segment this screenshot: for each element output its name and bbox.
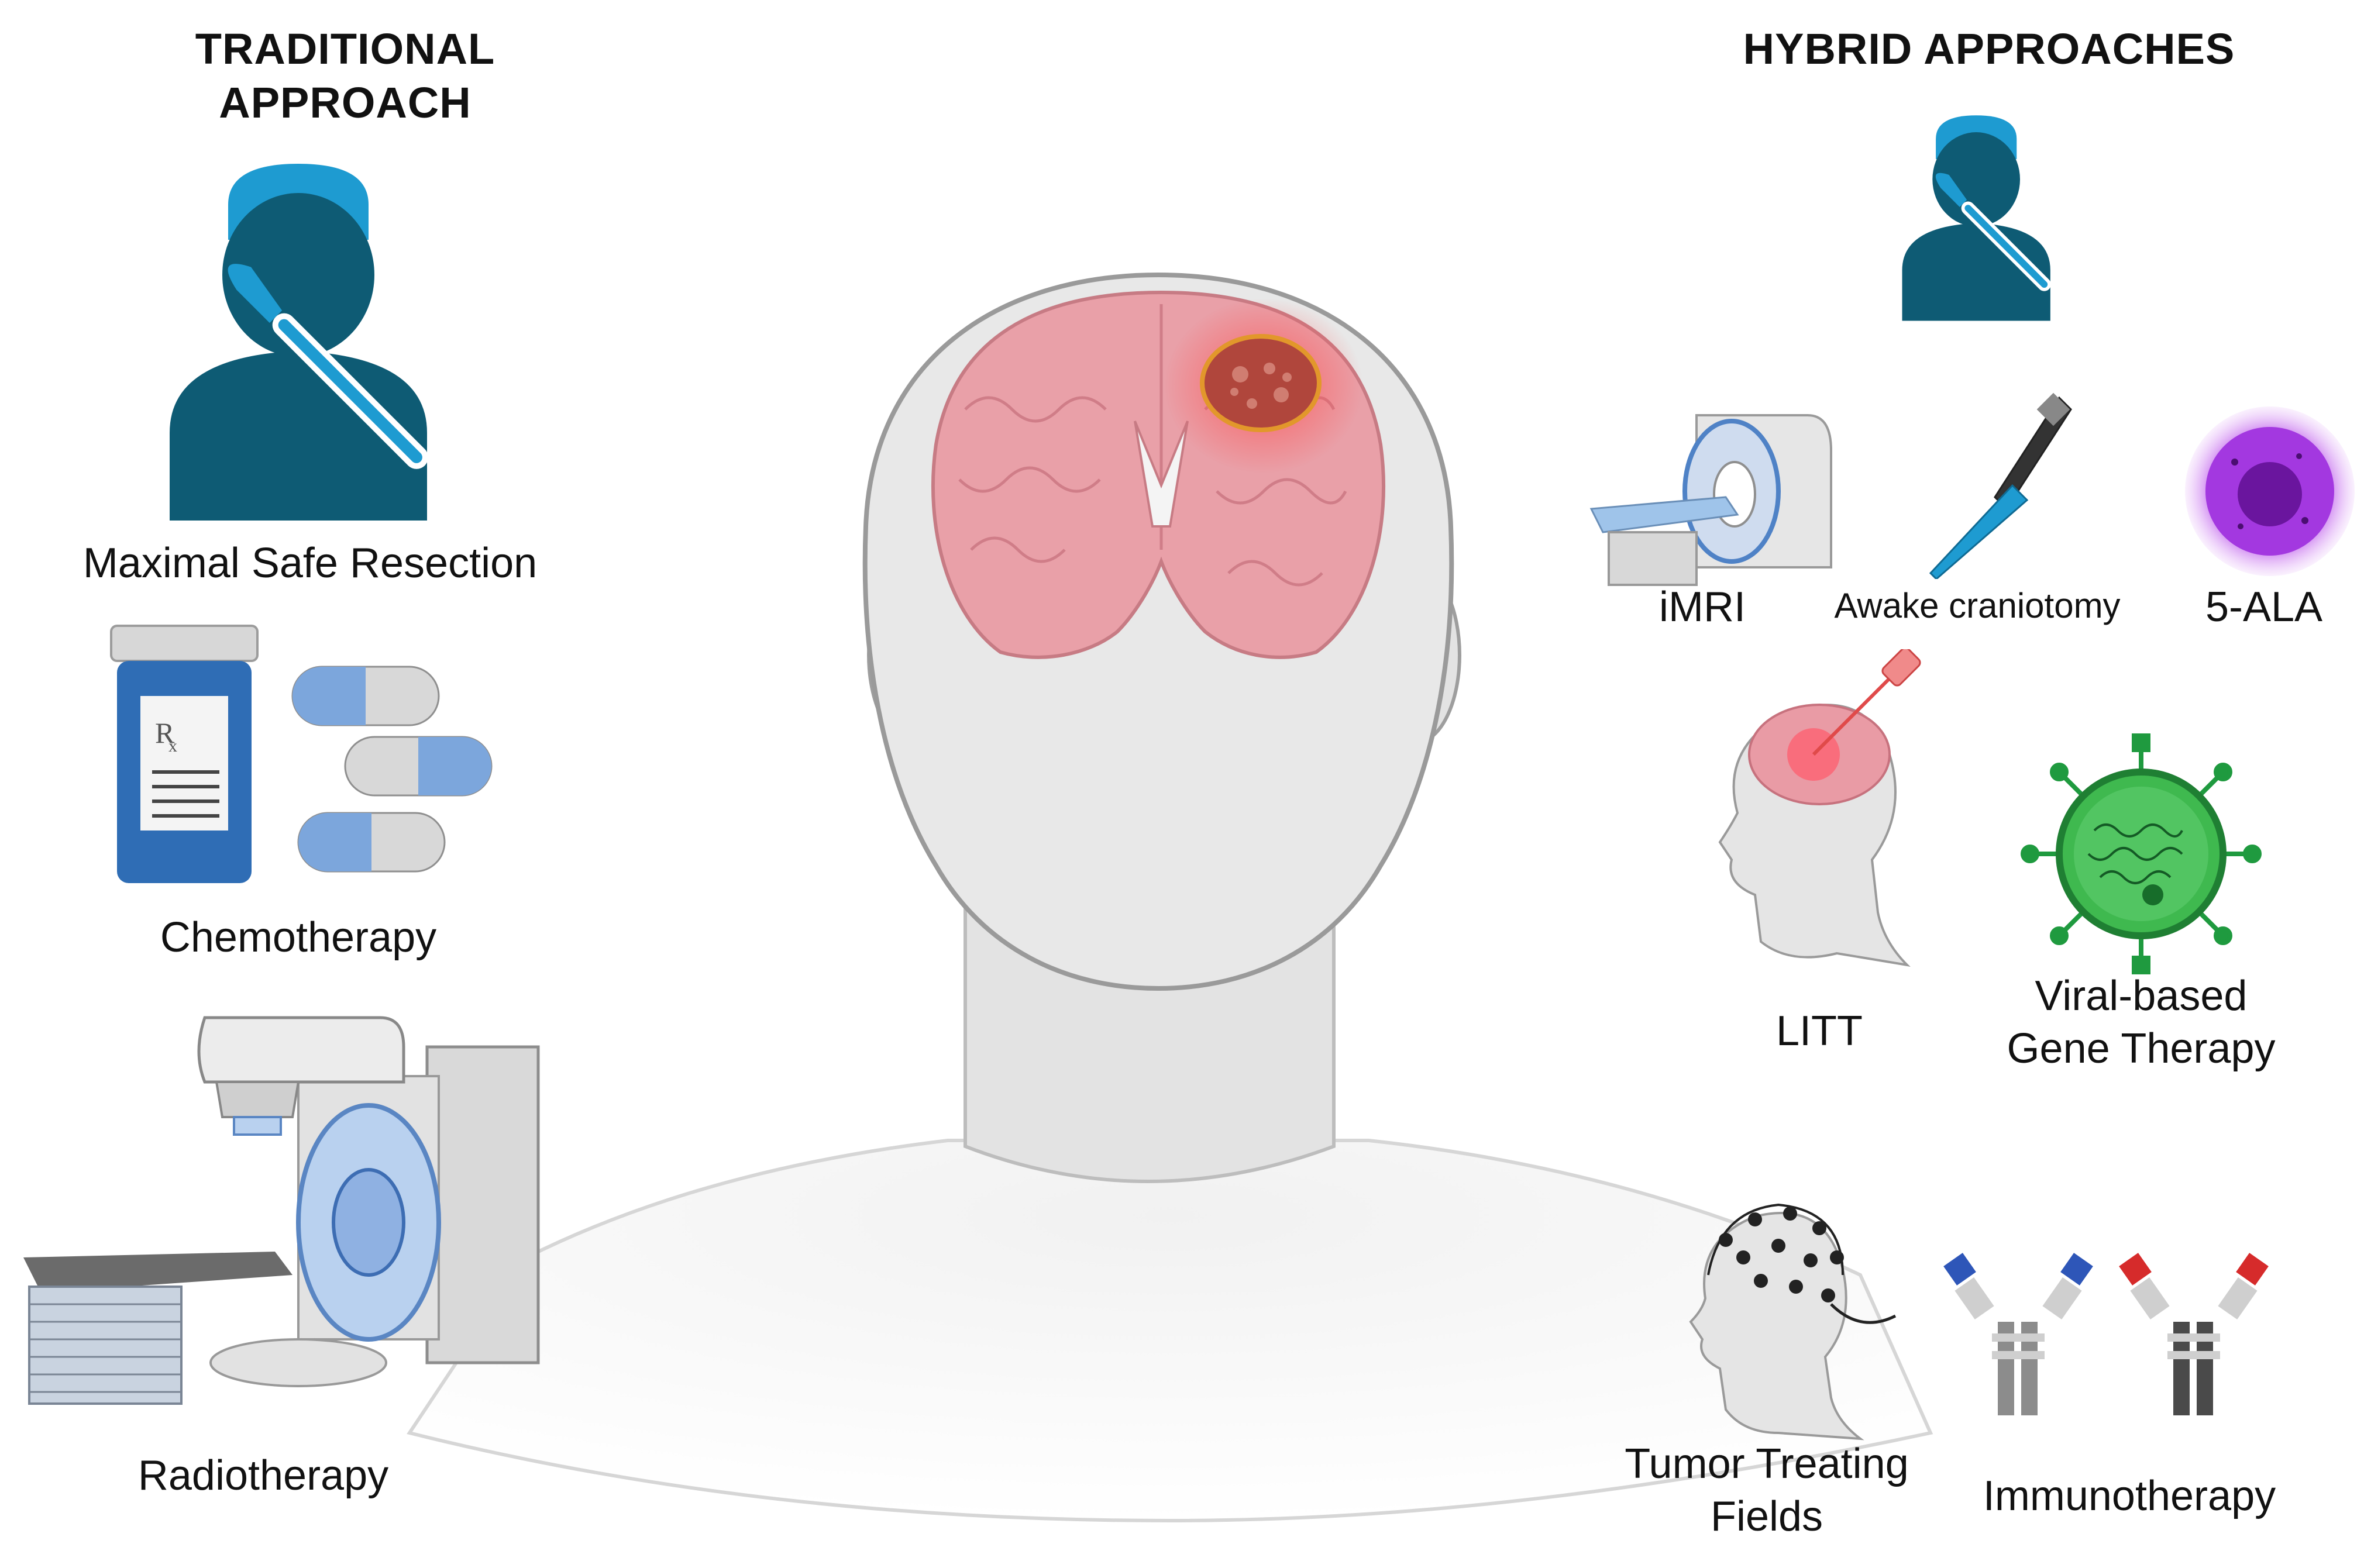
tumor-texture — [1230, 363, 1292, 409]
laser-head-icon — [1718, 649, 1921, 967]
traditional-title-line1: TRADITIONAL — [195, 25, 495, 73]
viral-gene-therapy-line2: Gene Therapy — [2007, 1025, 2276, 1072]
surgical-probe-icon — [1929, 392, 2072, 579]
linear-accelerator-icon — [23, 1016, 540, 1405]
5-ala-label: 5-ALA — [2205, 584, 2323, 630]
ttf-label-line2: Fields — [1710, 1493, 1823, 1540]
ttf-label-line1: Tumor Treating — [1625, 1441, 1909, 1487]
antibody-red — [2119, 1253, 2269, 1415]
fluorescent-cell-icon — [2185, 406, 2355, 576]
shoulders — [407, 1139, 1933, 1523]
capsule-1 — [291, 666, 440, 726]
awake-craniotomy-label: Awake craniotomy — [1834, 586, 2121, 625]
chemotherapy-label: Chemotherapy — [160, 914, 437, 961]
imri-label: iMRI — [1659, 584, 1746, 630]
antibody-blue — [1943, 1253, 2093, 1415]
radiotherapy-label: Radiotherapy — [137, 1452, 389, 1499]
svg-text:x: x — [168, 736, 177, 756]
ventricles — [1134, 421, 1189, 528]
hybrid-title: HYBRID APPROACHES — [1743, 25, 2235, 73]
tumor — [1200, 334, 1322, 432]
electrode-cap-icon — [1689, 1203, 1897, 1441]
capsule-2 — [344, 736, 493, 797]
maximal-safe-resection-label: Maximal Safe Resection — [82, 540, 538, 587]
antibody-icon — [1943, 1253, 2269, 1415]
viral-gene-therapy-line1: Viral-based — [2035, 973, 2248, 1019]
traditional-title-line2: APPROACH — [219, 78, 472, 127]
mri-scanner-icon — [1589, 414, 1832, 586]
immunotherapy-label: Immunotherapy — [1983, 1473, 2276, 1519]
svg-text:R: R — [155, 716, 175, 749]
capsule-3 — [297, 812, 446, 873]
litt-label: LITT — [1775, 1008, 1863, 1054]
surgeon-icon — [170, 164, 428, 521]
pill-bottle-icon: R x — [110, 625, 493, 883]
hybrid-surgeon-icon — [1902, 115, 2051, 321]
virus-icon — [2021, 733, 2262, 974]
